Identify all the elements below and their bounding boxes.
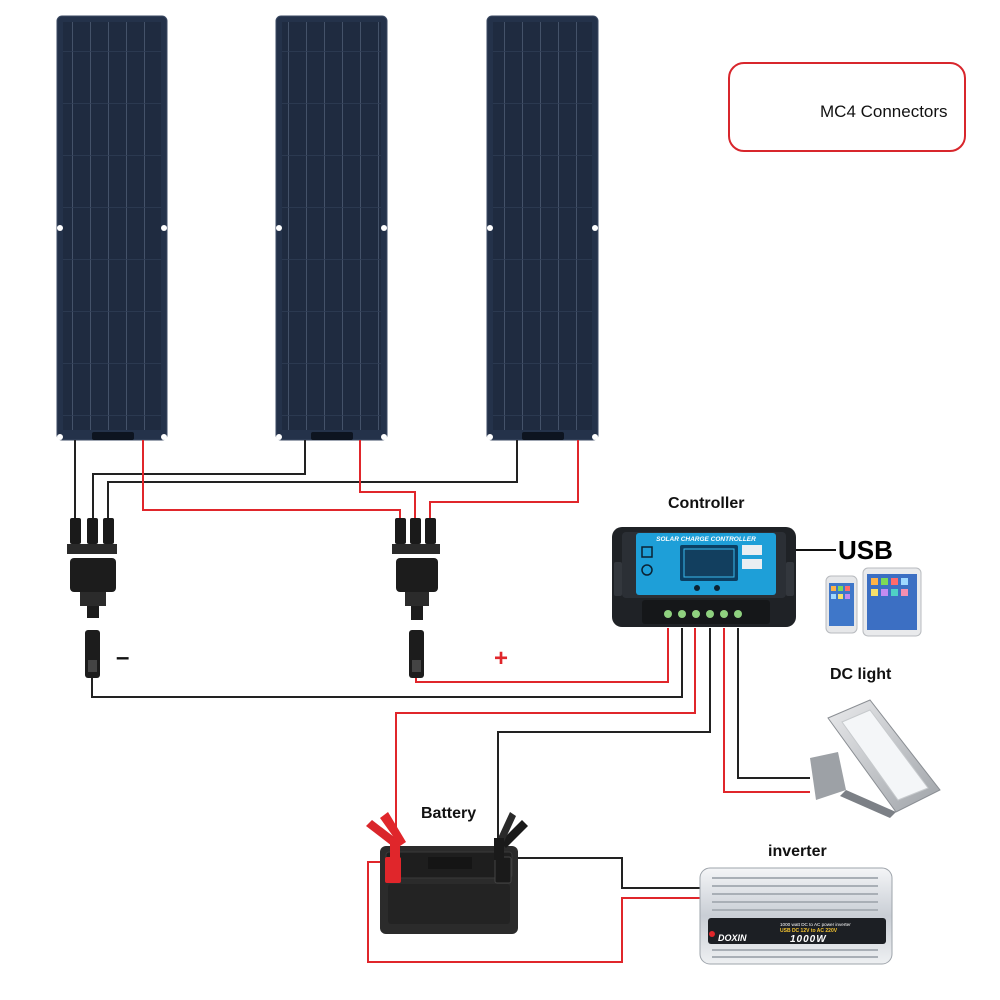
dc-light-label: DC light <box>830 666 892 683</box>
positive-branch-connector <box>392 518 440 678</box>
solar-input-wires <box>91 628 683 698</box>
battery-icon <box>380 846 518 934</box>
solar-panel-1 <box>56 15 168 441</box>
inverter-label: inverter <box>768 843 827 860</box>
panel-positive-wires <box>142 440 579 518</box>
inverter-spec-line-2: USB DC 12V to AC 220V <box>780 928 838 934</box>
solar-panel-2 <box>275 15 388 441</box>
phone-icon <box>825 575 858 634</box>
inverter-spec-line-1: 1000 watt DC to AC power inverter <box>780 922 851 927</box>
mc4-legend-label: MC4 Connectors <box>820 102 948 121</box>
battery-label: Battery <box>421 805 477 822</box>
negative-symbol: – <box>116 644 130 671</box>
negative-branch-connector <box>67 518 117 678</box>
inverter-wires <box>367 857 700 963</box>
usb-label: USB <box>838 535 893 565</box>
controller-label: Controller <box>668 495 745 512</box>
controller-face-title: SOLAR CHARGE CONTROLLER <box>656 536 756 543</box>
solar-panel-3 <box>486 15 599 441</box>
floodlight-icon <box>810 699 941 818</box>
battery-wires <box>395 628 711 850</box>
panel-negative-wires <box>74 440 518 518</box>
inverter-model: 1000W <box>790 934 827 945</box>
inverter-brand: DOXIN <box>718 933 747 943</box>
load-wires <box>723 628 810 793</box>
tablet-icon <box>862 567 922 637</box>
mc4-legend-box: MC4 Connectors <box>728 62 966 152</box>
positive-symbol: + <box>494 645 509 672</box>
positive-clamp-icon <box>366 812 406 860</box>
charge-controller-icon <box>612 527 796 627</box>
negative-clamp-icon <box>494 812 528 860</box>
inverter-icon <box>699 867 893 965</box>
